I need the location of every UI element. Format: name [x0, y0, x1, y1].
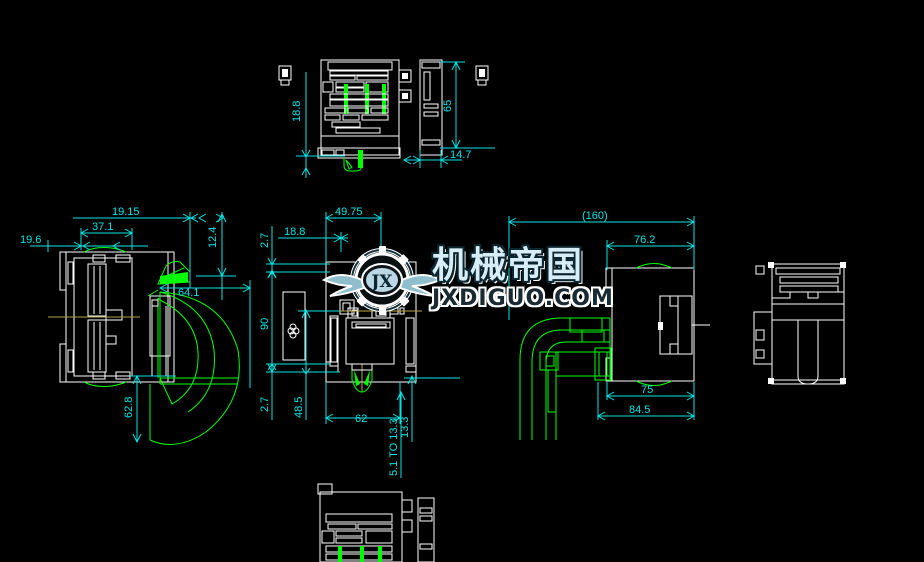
- view-top-front: [278, 59, 495, 178]
- dim-14-7: [402, 150, 462, 168]
- dim-62-8: [130, 374, 176, 444]
- dim-65: [440, 60, 495, 150]
- view-bottom: [317, 483, 435, 562]
- dim-12-4: [196, 212, 236, 278]
- dim-label-18-8-mid: 18.8: [284, 226, 305, 238]
- dim-label-12-4: 12.4: [207, 227, 219, 248]
- dim-19-6: [30, 240, 148, 252]
- dim-label-48-5: 48.5: [293, 397, 305, 418]
- dim-label-2-7-bot: 2.7: [259, 397, 271, 412]
- dim-label-37-1: 37.1: [92, 221, 113, 233]
- dim-label-19-6: 19.6: [20, 234, 41, 246]
- dim-48-5: [298, 308, 340, 420]
- dim-label-76-2: 76.2: [634, 234, 655, 246]
- dim-160: [507, 216, 696, 320]
- dim-label-64-1: 64.1: [178, 287, 199, 299]
- dim-49-75: [324, 212, 383, 268]
- dim-label-13-3: 13.3: [399, 417, 411, 438]
- bracket-icon-right: [475, 65, 489, 86]
- dim-label-49-75: 49.75: [335, 206, 363, 218]
- dim-64-1: [158, 280, 252, 388]
- view-left-plan: [30, 212, 252, 445]
- dim-label-5-1-to-13-3: 5.1 TO 13.3: [388, 418, 400, 476]
- dim-label-19-15: 19.15: [112, 206, 140, 218]
- dim-label-84-5: 84.5: [629, 404, 650, 416]
- dimension-text-layer: 18.8 65 14.7 19.15 37.1 19.6 12.4 64.1 6…: [20, 100, 655, 476]
- crosshair-symbol: [287, 323, 300, 339]
- dim-label-90: 90: [259, 318, 271, 330]
- dim-label-62: 62: [355, 413, 367, 425]
- dim-label-75: 75: [641, 384, 653, 396]
- dim-18-8-mid: [278, 232, 349, 252]
- dim-label-62-8: 62.8: [123, 397, 135, 418]
- dim-label-14-7: 14.7: [450, 149, 471, 161]
- dim-5-1-to-13-3: [396, 390, 406, 478]
- dim-13-3: [404, 374, 460, 442]
- view-far-right: [753, 262, 846, 385]
- dim-62: [324, 382, 402, 424]
- dim-18-8-top: [296, 72, 345, 178]
- dim-84-5: [596, 382, 696, 421]
- dim-label-2-7-top: 2.7: [259, 233, 271, 248]
- dim-76-2: [605, 240, 696, 270]
- dim-label-65: 65: [442, 100, 454, 112]
- dim-75: [605, 382, 696, 420]
- dim-2-7-bot: [266, 360, 340, 420]
- dim-label-18-8-top: 18.8: [291, 101, 303, 122]
- dim-label-160: (160): [582, 210, 608, 222]
- view-center-section: [266, 212, 460, 478]
- bracket-icon-left: [278, 65, 292, 86]
- view-right-assembly: [507, 216, 710, 440]
